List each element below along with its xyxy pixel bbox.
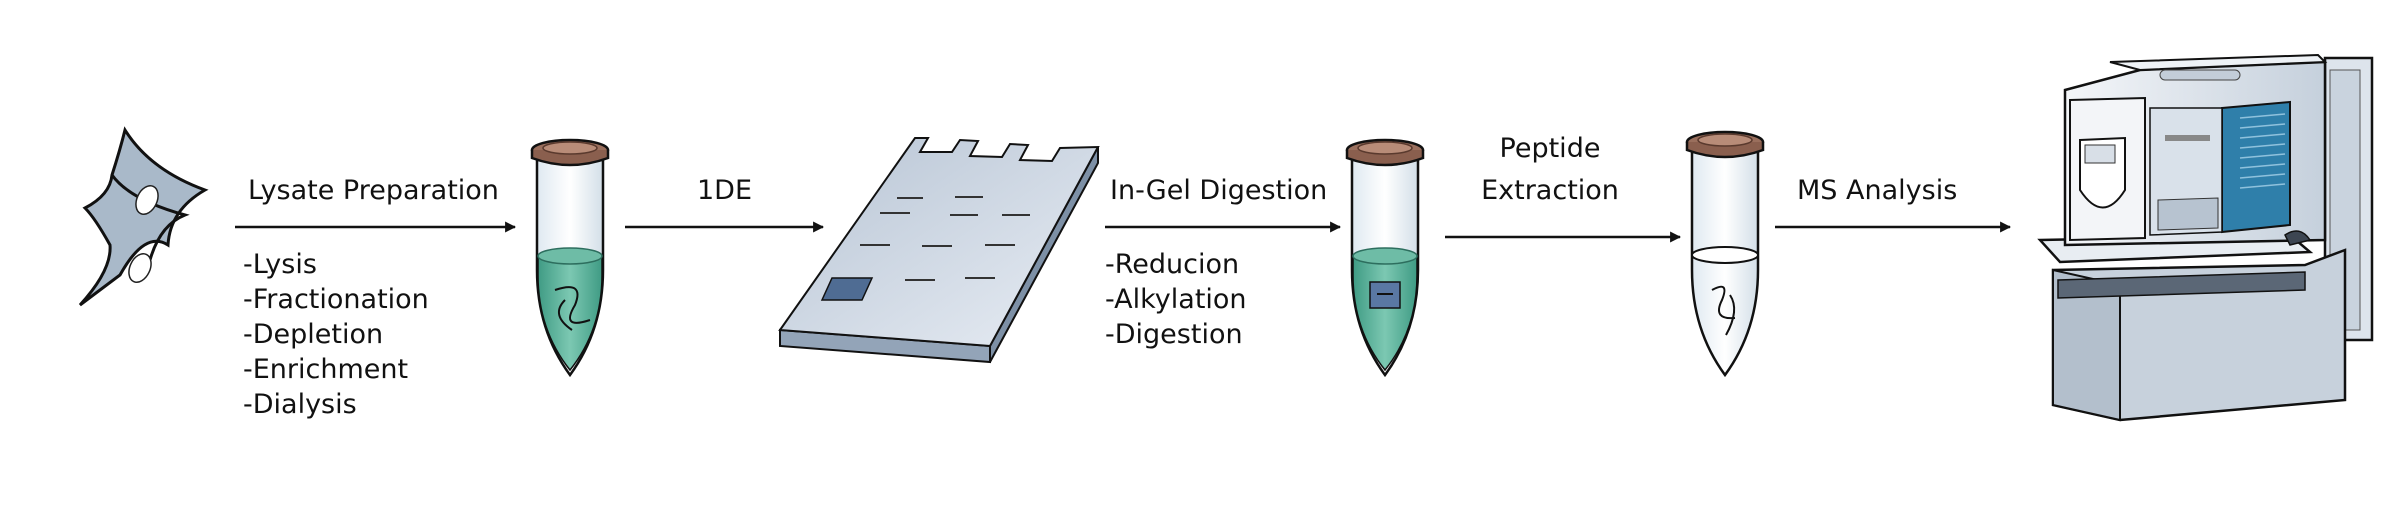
substep-fractionation: -Fractionation: [243, 284, 429, 315]
substep-enrichment: -Enrichment: [243, 354, 409, 385]
mass-spectrometer-icon: [2037, 53, 2374, 422]
tube-lysate-icon: [530, 138, 610, 378]
label-peptide: Peptide: [1499, 133, 1601, 164]
substep-alkylation: -Alkylation: [1105, 284, 1247, 315]
digestion-substeps-list: -Reducion -Alkylation -Digestion: [1105, 247, 1247, 352]
label-lysate-preparation: Lysate Preparation: [248, 175, 499, 206]
tube-digestion-icon: [1345, 138, 1425, 378]
label-extraction: Extraction: [1481, 175, 1619, 206]
label-1de: 1DE: [697, 175, 753, 206]
substep-dialysis: -Dialysis: [243, 389, 357, 420]
cells-icon: [78, 126, 209, 307]
substep-reducion: -Reducion: [1105, 249, 1240, 280]
tube-extraction-icon: [1685, 130, 1765, 378]
substep-digestion: -Digestion: [1105, 319, 1243, 350]
label-in-gel-digestion: In-Gel Digestion: [1110, 175, 1328, 206]
substep-depletion: -Depletion: [243, 319, 384, 350]
gel-slab-icon: [778, 137, 1100, 364]
substep-lysis: -Lysis: [243, 249, 317, 280]
lysate-substeps-list: -Lysis -Fractionation -Depletion -Enrich…: [243, 247, 429, 422]
label-ms-analysis: MS Analysis: [1797, 175, 1958, 206]
excised-band-spot: [820, 277, 874, 301]
